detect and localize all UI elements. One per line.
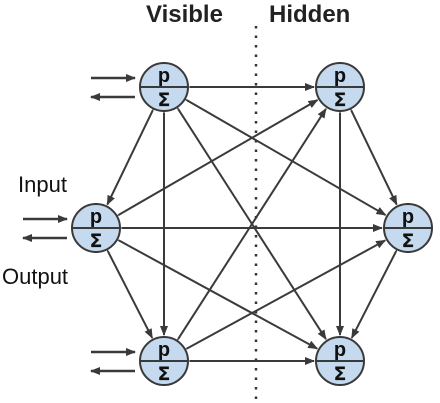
input-label: Input <box>18 172 67 197</box>
connection-v1-v2 <box>106 100 161 206</box>
unit-top-symbol: p <box>90 206 102 228</box>
unit-h1: pΣ <box>315 62 365 112</box>
connection-v2-v3 <box>100 241 154 339</box>
external-io-arrows <box>22 74 136 375</box>
output-label: Output <box>2 264 68 289</box>
unit-v3: pΣ <box>139 336 189 386</box>
unit-bottom-symbol: Σ <box>158 89 171 111</box>
unit-bottom-symbol: Σ <box>334 363 347 385</box>
unit-top-symbol: p <box>158 339 170 361</box>
unit-top-symbol: p <box>158 65 170 87</box>
unit-top-symbol: p <box>402 206 414 228</box>
unit-bottom-symbol: Σ <box>402 230 415 252</box>
hidden-header: Hidden <box>269 1 350 28</box>
unit-h2: pΣ <box>383 203 433 253</box>
connection-h2-h3 <box>350 241 404 339</box>
connection-h1-h2 <box>343 100 398 206</box>
unit-bottom-symbol: Σ <box>334 89 347 111</box>
visible-header: Visible <box>146 1 223 28</box>
unit-v1: pΣ <box>139 62 189 112</box>
unit-bottom-symbol: Σ <box>90 230 103 252</box>
unit-v2: pΣ <box>71 203 121 253</box>
unit-h3: pΣ <box>315 336 365 386</box>
connections <box>100 83 404 365</box>
unit-top-symbol: p <box>334 65 346 87</box>
unit-bottom-symbol: Σ <box>158 363 171 385</box>
unit-top-symbol: p <box>334 339 346 361</box>
